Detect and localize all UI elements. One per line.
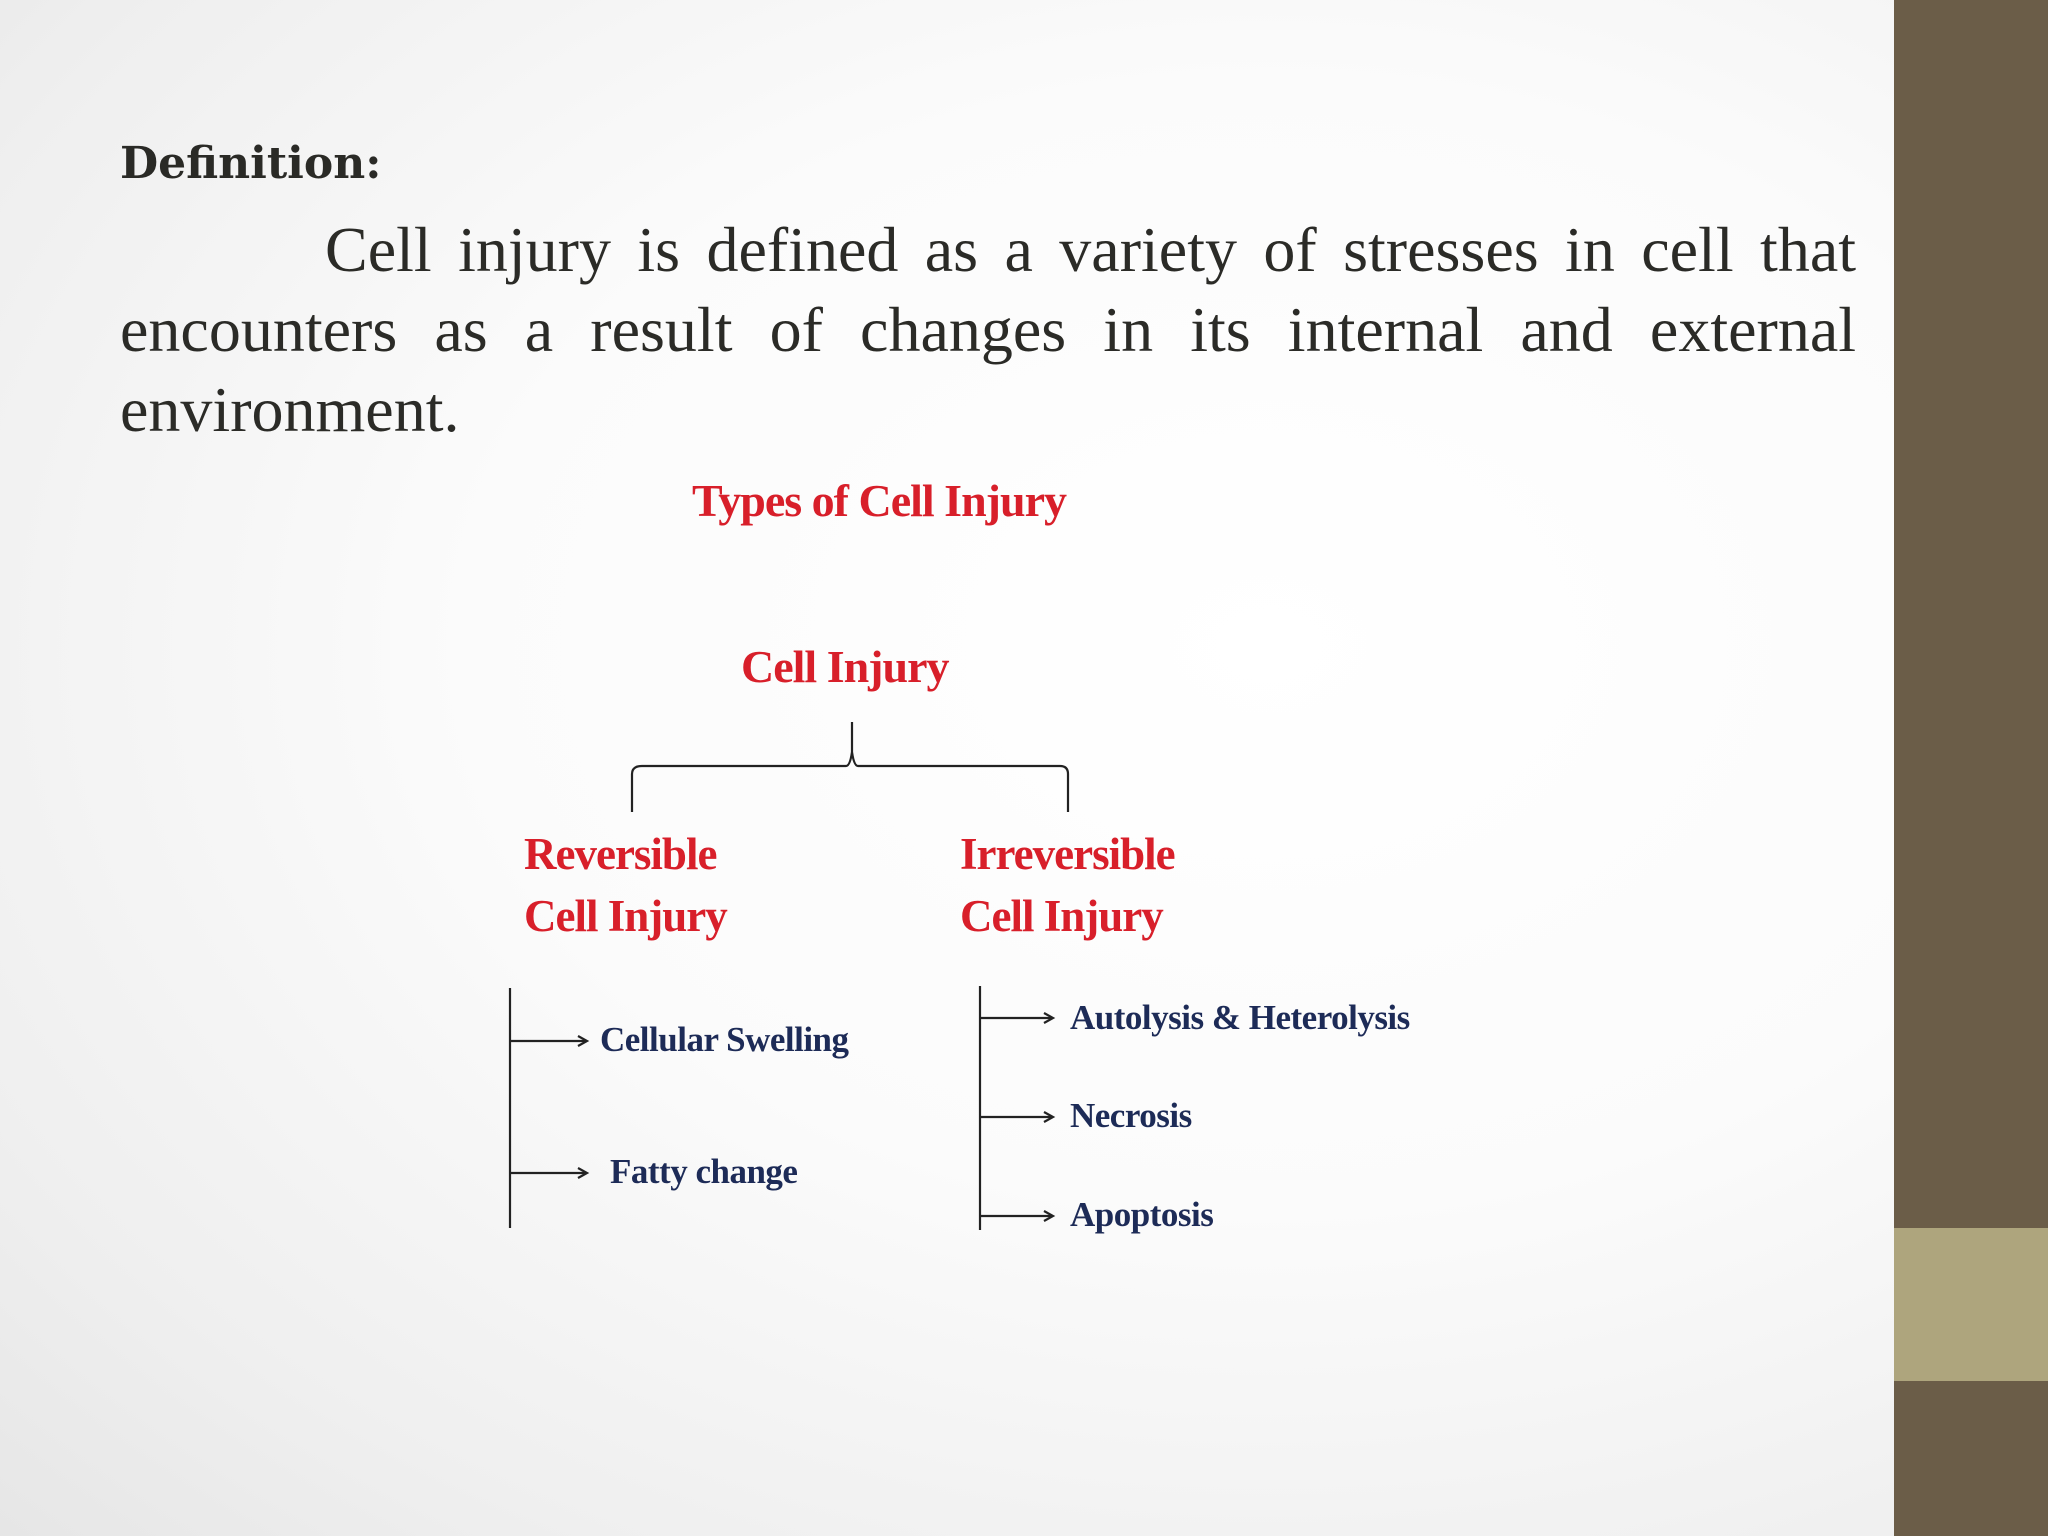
diagram-connectors <box>508 722 1070 1230</box>
sidebar-accent-block <box>1894 1228 2048 1381</box>
irreversible-arrowhead-2 <box>1043 1111 1056 1123</box>
root-node: Cell Injury <box>741 641 949 692</box>
irreversible-item: Autolysis & Heterolysis <box>1070 998 1410 1037</box>
reversible-heading-line1: Reversible <box>524 829 717 879</box>
irreversible-arrowhead-1 <box>1043 1012 1056 1024</box>
reversible-arrowhead-1 <box>577 1035 590 1047</box>
reversible-heading-line2: Cell Injury <box>524 891 728 941</box>
irreversible-heading-line1: Irreversible <box>960 829 1176 879</box>
branch-bracket <box>630 722 1070 812</box>
irreversible-heading-line2: Cell Injury <box>960 891 1164 941</box>
reversible-item: Fatty change <box>610 1152 798 1191</box>
reversible-arrowhead-2 <box>577 1167 590 1179</box>
irreversible-item: Necrosis <box>1070 1096 1192 1135</box>
diagram-title: Types of Cell Injury <box>692 475 1067 526</box>
reversible-item: Cellular Swelling <box>600 1020 849 1059</box>
definition-label: Definition: <box>120 138 382 189</box>
cell-injury-diagram: Types of Cell Injury Cell Injury Reversi… <box>508 475 1410 1234</box>
definition-text: Cell injury is defined as a variety of s… <box>120 214 1856 445</box>
irreversible-item: Apoptosis <box>1070 1195 1214 1234</box>
irreversible-arrowhead-3 <box>1043 1210 1056 1222</box>
